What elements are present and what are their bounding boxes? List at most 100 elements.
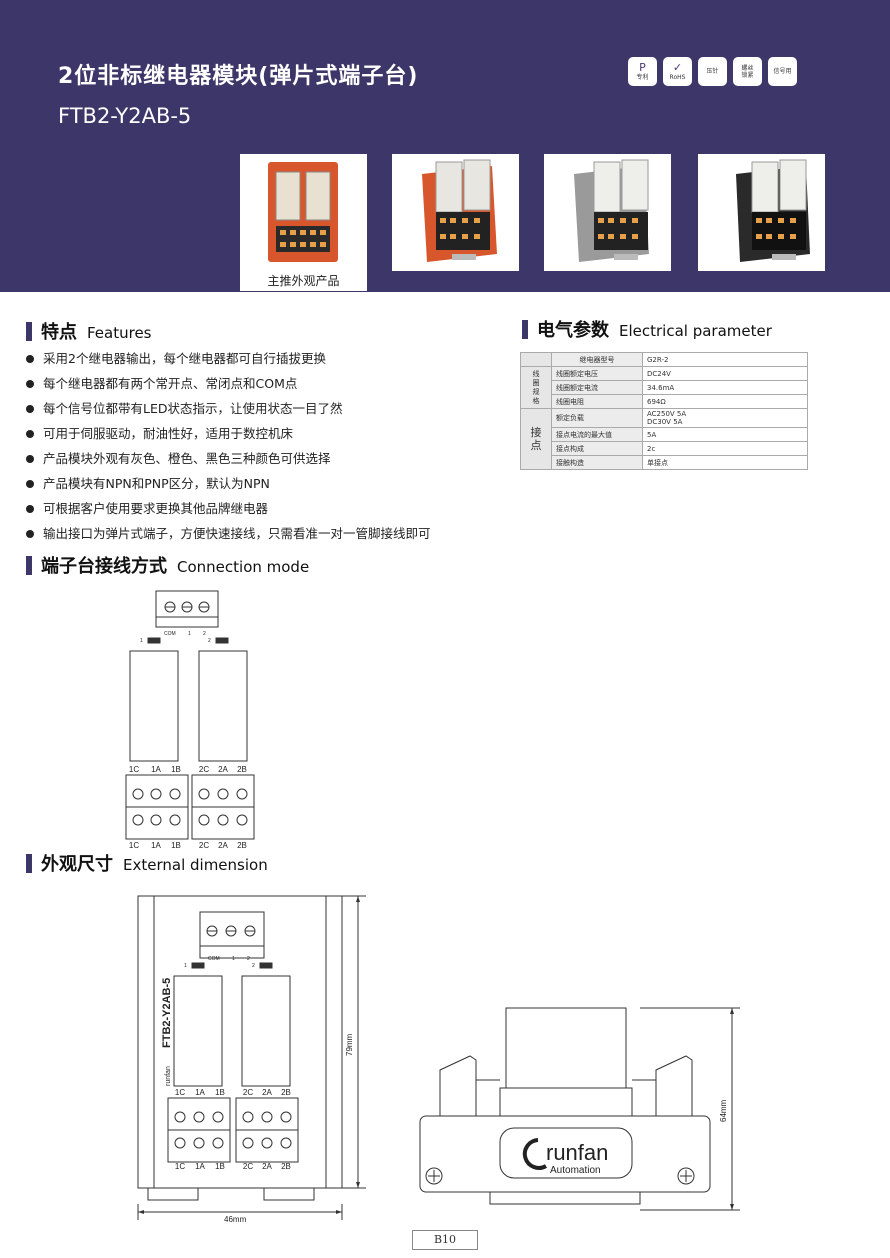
pin-label: 2: [252, 963, 255, 969]
photo-caption: 主推外观产品: [240, 271, 367, 291]
rohs-badge: ✓RoHS: [663, 57, 692, 86]
brand-logo-text: runfan: [546, 1140, 608, 1165]
terminal-label: 2A: [218, 765, 228, 774]
relay-module-image: [422, 159, 497, 262]
side-height-dimension: 64mm: [719, 1099, 728, 1122]
terminal-label: 1C: [175, 1088, 185, 1097]
terminal-label: 2C: [243, 1088, 253, 1097]
terminal-label: 1A: [195, 1088, 205, 1097]
width-dimension: 46mm: [224, 1215, 247, 1224]
feature-item: 输出接口为弹片式端子，方便快速接线，只需看准一对一管脚接线即可: [26, 521, 431, 546]
pin-label: 1: [232, 956, 235, 962]
coil-group-label: 线圈规格: [520, 366, 552, 409]
relay-module-image: [268, 162, 338, 262]
table-row: 接点电流的最大值 5A: [521, 427, 808, 442]
terminal-label: 2C: [199, 841, 209, 850]
table-row: 线圈规格 线圈额定电压 DC24V: [520, 366, 808, 409]
terminal-label: 1B: [171, 841, 181, 850]
pin-label: 2: [203, 631, 206, 637]
brand-small-text: runfan: [165, 1066, 172, 1086]
feature-item: 产品模块有NPN和PNP区分，默认为NPN: [26, 471, 431, 496]
dimension-heading: 外观尺寸 External dimension: [26, 850, 268, 876]
table-row: 线圈电阻 694Ω: [521, 394, 808, 409]
terminal-label: 1C: [129, 765, 139, 774]
module-model-text: FTB2-Y2AB-5: [161, 978, 173, 1048]
terminal-label: 2A: [262, 1088, 272, 1097]
bullet-icon: [26, 529, 34, 538]
features-list: 采用2个继电器输出，每个继电器都可自行插拔更换 每个继电器都有两个常开点、常闭点…: [26, 346, 431, 546]
terminal-label: 2B: [281, 1088, 291, 1097]
table-row: 线圈额定电流 34.6mA: [521, 380, 808, 395]
section-marker: [26, 854, 32, 873]
terminal-label: 2C: [199, 765, 209, 774]
model-number: FTB2-Y2AB-5: [58, 104, 192, 128]
product-photo-1: [240, 154, 367, 271]
feature-item: 产品模块外观有灰色、橙色、黑色三种颜色可供选择: [26, 446, 431, 471]
check-icon: ✓: [672, 61, 683, 74]
feature-item: 可根据客户使用要求更换其他品牌继电器: [26, 496, 431, 521]
connection-diagram: 1 COM 1 2 2 1C 1A 1B 2C 2A 2B 1C 1A 1B 2…: [125, 590, 255, 850]
table-row: 接触构造 单接点: [521, 455, 808, 470]
section-marker: [26, 556, 32, 575]
pin-label: 1: [184, 963, 187, 969]
page-title: 2位非标继电器模块(弹片式端子台): [58, 64, 419, 89]
bullet-icon: [26, 479, 34, 488]
terminal-label: 1C: [175, 1162, 185, 1171]
bullet-icon: [26, 454, 34, 463]
connection-heading: 端子台接线方式 Connection mode: [26, 552, 309, 578]
brand-sub-text: Automation: [550, 1165, 601, 1176]
product-photo-4: [698, 154, 825, 271]
terminal-label: 1B: [171, 765, 181, 774]
features-heading: 特点 Features: [26, 318, 152, 344]
feature-item: 可用于伺服驱动，耐油性好，适用于数控机床: [26, 421, 431, 446]
electrical-parameter-table: 继电器型号 G2R-2 线圈规格 线圈额定电压 DC24V 线圈额定电流 34.…: [520, 352, 808, 470]
product-photo-2: [392, 154, 519, 271]
electrical-heading: 电气参数 Electrical parameter: [522, 316, 772, 342]
section-marker: [522, 320, 528, 339]
front-view-drawing: 1 COM 1 2 2 1C 1A 1B 2C 2A 2B 1C 1A 1B 2…: [137, 895, 366, 1224]
terminal-label: 2B: [237, 765, 247, 774]
terminal-label: 2A: [262, 1162, 272, 1171]
height-dimension: 79mm: [345, 1033, 354, 1056]
feature-item: 每个继电器都有两个常开点、常闭点和COM点: [26, 371, 431, 396]
pin-label: COM: [164, 631, 176, 637]
relay-module-image: [736, 159, 810, 262]
terminal-label: 1A: [151, 841, 161, 850]
pin-label: 1: [188, 631, 191, 637]
signal-badge: 信号用: [768, 57, 797, 86]
section-marker: [26, 322, 32, 341]
pin-label: 2: [247, 956, 250, 962]
bullet-icon: [26, 404, 34, 413]
pin-label: COM: [208, 956, 220, 962]
terminal-label: 1B: [215, 1162, 225, 1171]
terminal-label: 1C: [129, 841, 139, 850]
patent-icon: P: [639, 61, 646, 74]
press-pin-badge: 压针: [698, 57, 727, 86]
bullet-icon: [26, 504, 34, 513]
terminal-label: 2B: [281, 1162, 291, 1171]
pin-label: 1: [140, 638, 143, 644]
bullet-icon: [26, 429, 34, 438]
terminal-label: 2C: [243, 1162, 253, 1171]
feature-item: 每个信号位都带有LED状态指示，让使用状态一目了然: [26, 396, 431, 421]
table-row: 接点构成 2c: [521, 441, 808, 456]
product-photo-3: [544, 154, 671, 271]
feature-item: 采用2个继电器输出，每个继电器都可自行插拔更换: [26, 346, 431, 371]
screw-lock-badge: 螺丝锁紧: [733, 57, 762, 86]
terminal-label: 1A: [151, 765, 161, 774]
terminal-label: 1B: [215, 1088, 225, 1097]
bullet-icon: [26, 354, 34, 363]
pin-label: 2: [208, 638, 211, 644]
table-row: 继电器型号 G2R-2: [520, 352, 808, 367]
page-number: B10: [412, 1230, 478, 1250]
terminal-label: 1A: [195, 1162, 205, 1171]
side-view-drawing: runfan Automation 64mm: [419, 1007, 740, 1211]
terminal-label: 2A: [218, 841, 228, 850]
bullet-icon: [26, 379, 34, 388]
contact-group-label: 接点: [520, 408, 552, 470]
relay-module-image: [574, 159, 649, 262]
brand-logo-icon: [522, 1138, 548, 1170]
